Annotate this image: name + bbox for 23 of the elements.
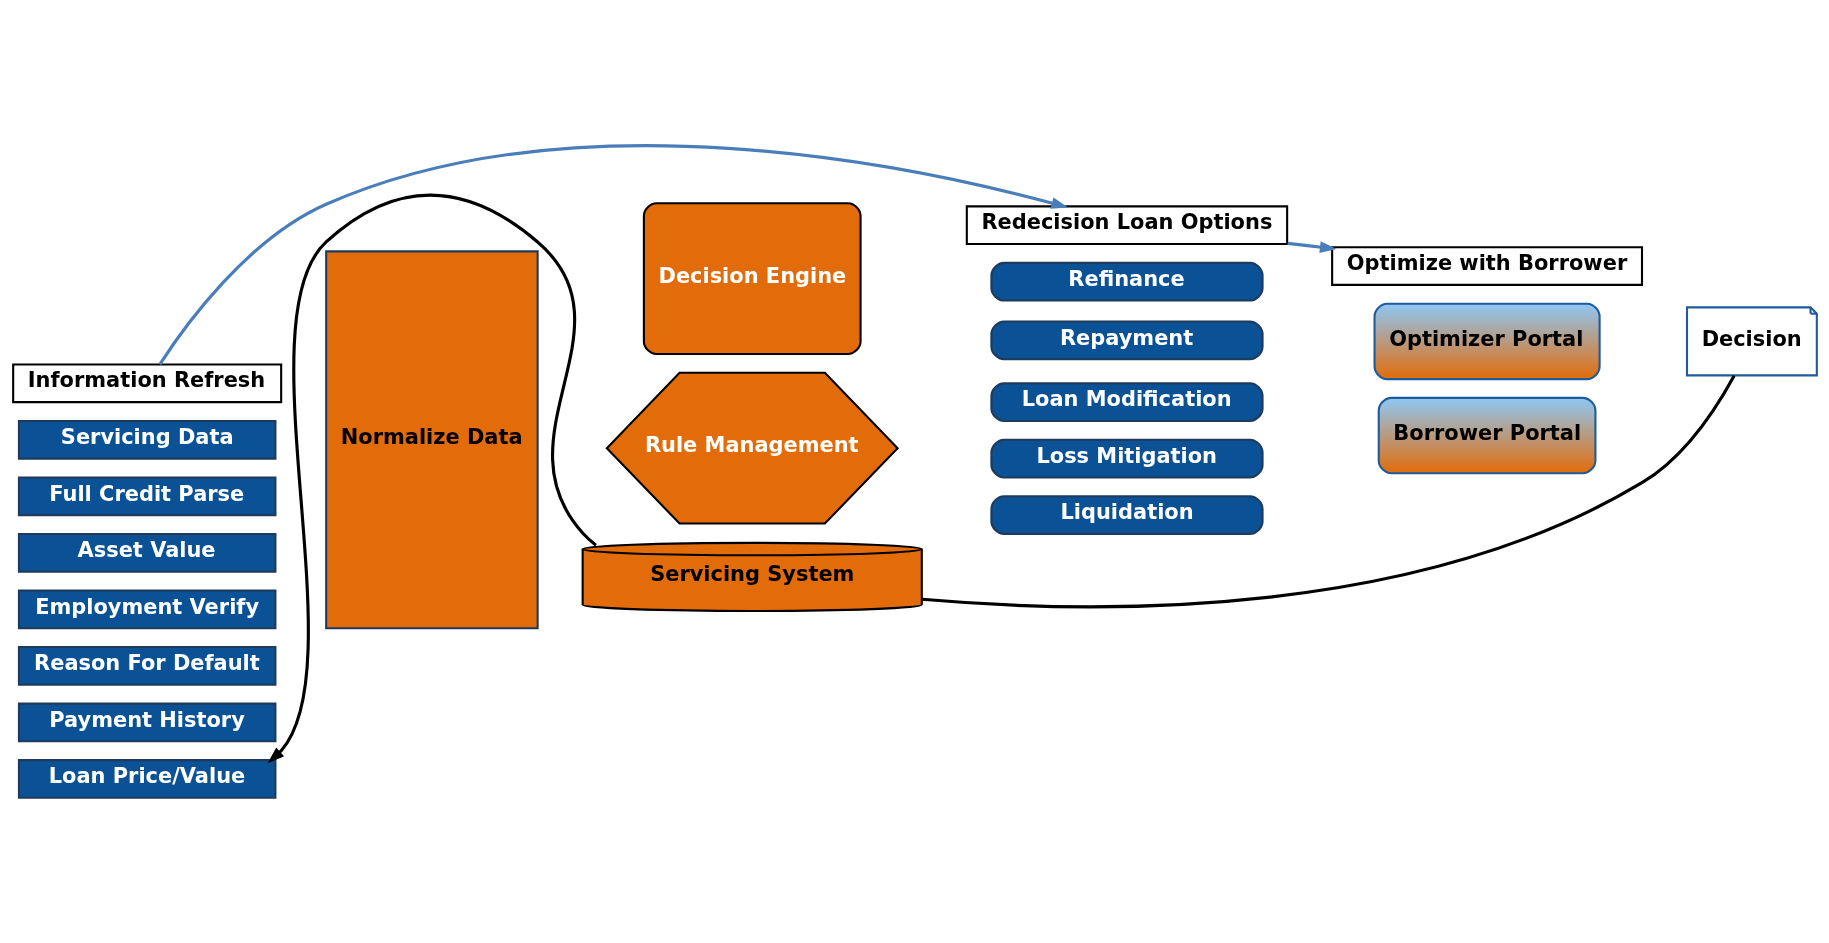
node-box: Information Refresh [11,363,282,404]
node-box: Employment Verify [17,589,276,630]
node-box: Loss Mitigation [989,438,1264,479]
connector [921,374,1736,609]
node-box: Normalize Data [324,250,539,630]
arrow [158,144,1068,366]
node-box: Repayment [989,320,1264,361]
arrow [267,193,597,764]
node-box: Reason For Default [17,646,276,686]
node-box: Liquidation [989,495,1264,536]
node-box: Decision Engine [642,202,862,355]
node-box: Refinance [989,261,1264,302]
node-box: Borrower Portal [1377,396,1596,475]
arrow [1287,241,1337,253]
node-box: Redecision Loan Options [965,205,1288,246]
node-box: Asset Value [17,532,276,573]
node-box: Loan Modification [989,382,1264,422]
node-box: Servicing Data [17,419,276,460]
node-box: Optimize with Borrower [1330,246,1643,286]
node-box: Loan Price/Value [17,759,276,799]
node-box: Payment History [17,702,276,743]
node-box: Full Credit Parse [17,476,276,517]
node-box: Optimizer Portal [1373,302,1601,381]
